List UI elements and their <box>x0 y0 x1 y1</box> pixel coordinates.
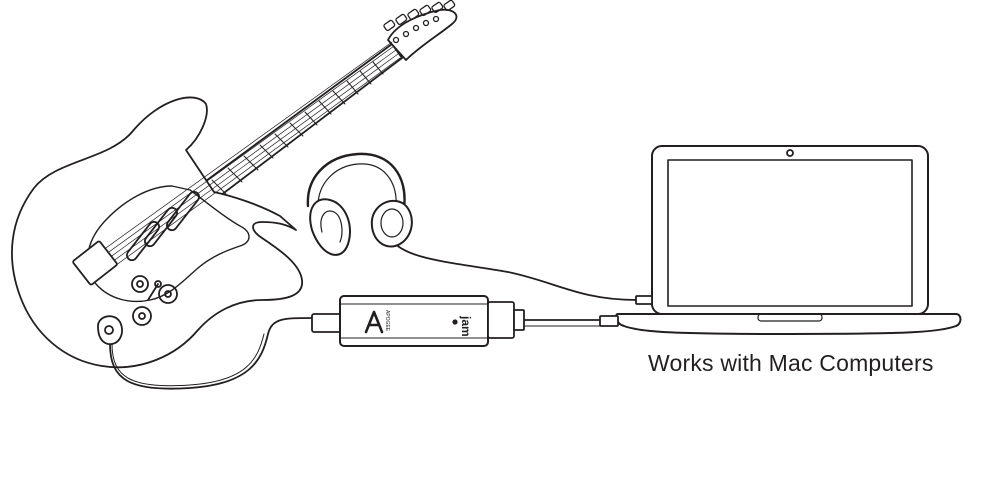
electric-guitar-icon <box>11 0 458 369</box>
laptop-icon <box>599 145 962 335</box>
audio-interface-icon <box>311 295 525 347</box>
device-brand-label: APOGEE <box>384 310 390 332</box>
headphone-cable <box>389 237 637 301</box>
guitar-cable <box>109 317 313 390</box>
device-model-label: jam <box>459 315 473 337</box>
compatibility-caption: Works with Mac Computers <box>648 350 934 376</box>
headphones-icon <box>306 152 413 256</box>
apogee-logo-icon <box>364 310 384 334</box>
